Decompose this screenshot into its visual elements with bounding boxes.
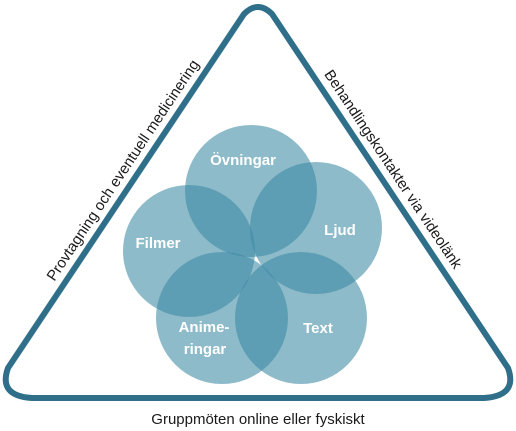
circle-filmer bbox=[123, 185, 255, 317]
label-ovningar: Övningar bbox=[210, 152, 276, 169]
label-ljud: Ljud bbox=[324, 222, 356, 239]
label-text: Text bbox=[303, 320, 333, 337]
circles-group bbox=[123, 125, 382, 384]
label-animeringar-line1: Anime- bbox=[179, 319, 230, 336]
outer-triangle bbox=[2, 4, 514, 401]
bottom-label: Gruppmöten online eller fyskiskt bbox=[151, 411, 365, 428]
label-animeringar-line2: ringar bbox=[184, 341, 227, 358]
label-filmer: Filmer bbox=[135, 235, 180, 252]
